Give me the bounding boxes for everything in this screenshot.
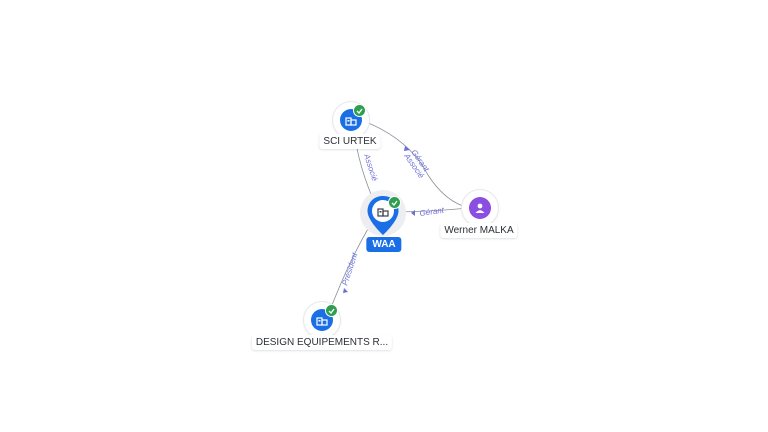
verified-check-icon	[325, 304, 338, 317]
verified-check-icon	[353, 104, 366, 117]
edge-sci-urtek-werner	[365, 121, 471, 209]
verified-check-icon	[388, 196, 401, 209]
node-label: SCI URTEK	[319, 134, 381, 149]
edge-label-president: Président	[340, 251, 359, 287]
company-icon	[374, 202, 392, 220]
edge-arrow	[411, 210, 415, 216]
edge-arrow	[404, 146, 410, 151]
edge-label-associe-left: Associé	[362, 152, 380, 183]
person-icon	[469, 197, 491, 219]
node-label: Werner MALKA	[440, 223, 518, 238]
node-label: WAA	[366, 237, 402, 252]
node-label: DESIGN EQUIPEMENTS R...	[251, 335, 393, 350]
edge-arrow	[343, 288, 348, 293]
edge-label-gerant-right: Gérant	[419, 206, 445, 218]
